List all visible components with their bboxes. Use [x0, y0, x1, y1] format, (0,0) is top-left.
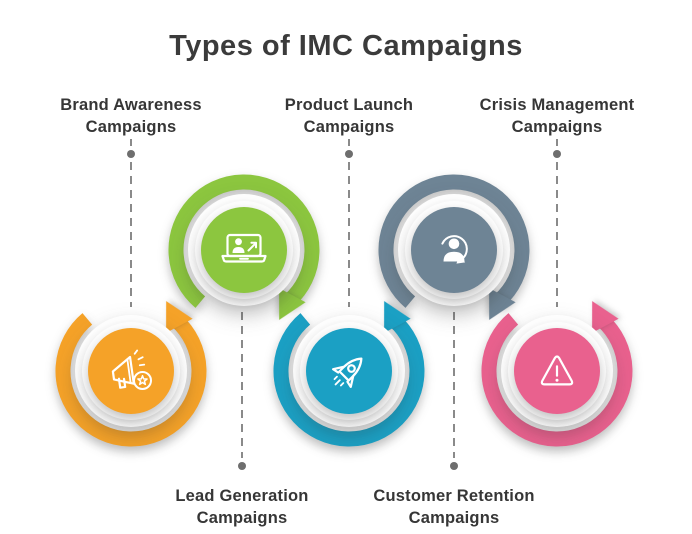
page-title: Types of IMC Campaigns [169, 30, 523, 62]
ring-arc [168, 174, 320, 308]
label-line: Campaigns [85, 117, 177, 136]
connector-stub [348, 139, 350, 146]
label-line: Campaigns [408, 508, 500, 527]
campaign-circle-crisis-management [481, 301, 633, 447]
label-crisis-management: Crisis Management Campaigns [442, 95, 672, 138]
colored-disc [201, 207, 287, 293]
ring-arc [55, 313, 207, 447]
connector-dashed-line [453, 312, 455, 458]
ring-arc [378, 174, 530, 308]
ring-arrowhead [592, 301, 619, 333]
connector-dot [450, 462, 458, 470]
connector-dot [553, 150, 561, 158]
connector-stub [556, 139, 558, 146]
user-refresh-icon [441, 235, 468, 264]
campaign-circle-customer-retention [378, 174, 530, 320]
ring-arrowhead [489, 288, 516, 320]
connector-dashed-line [556, 162, 558, 307]
laptop-user-growth-icon [221, 233, 267, 263]
label-brand-awareness: Brand Awareness Campaigns [16, 95, 246, 138]
connector-dashed-line [130, 162, 132, 307]
ring-arc [481, 313, 633, 447]
star-icon [137, 374, 148, 386]
label-line: Product Launch [284, 96, 414, 114]
warning-triangle-icon [540, 355, 574, 386]
label-line: Campaigns [303, 117, 395, 136]
campaign-circle-lead-generation [168, 174, 320, 320]
ring-arc [273, 313, 425, 447]
label-line: Lead Generation [175, 487, 309, 505]
connector-stub [130, 139, 132, 146]
label-line: Crisis Management [479, 96, 635, 114]
connector-dot [127, 150, 135, 158]
ring-arrowhead [279, 288, 306, 320]
label-line: Campaigns [196, 508, 288, 527]
star-badge [133, 371, 152, 390]
campaign-circle-product-launch [273, 301, 425, 447]
connector-dot [345, 150, 353, 158]
campaign-circle-brand-awareness [55, 301, 207, 447]
label-line: Customer Retention [373, 487, 535, 505]
connector-dashed-line [348, 162, 350, 307]
connector-dot [238, 462, 246, 470]
ring-arrowhead [384, 301, 411, 333]
label-line: Campaigns [511, 117, 603, 136]
label-line: Brand Awareness [60, 96, 202, 114]
label-product-launch: Product Launch Campaigns [234, 95, 464, 138]
rocket-icon [331, 357, 363, 389]
ring-arrowhead [166, 301, 193, 333]
label-lead-generation: Lead Generation Campaigns [127, 486, 357, 529]
label-customer-retention: Customer Retention Campaigns [339, 486, 569, 529]
colored-disc [411, 207, 497, 293]
connector-dashed-line [241, 312, 243, 458]
megaphone-icon [111, 349, 152, 390]
